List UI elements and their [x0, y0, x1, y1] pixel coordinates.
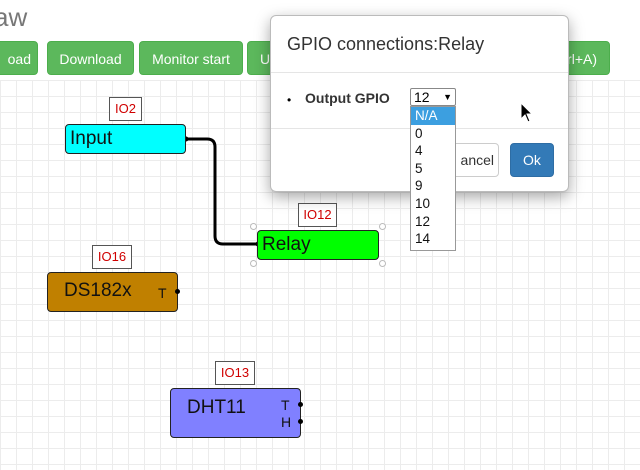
gpio-option[interactable]: 4	[415, 143, 423, 159]
relay-block[interactable]: Relay	[257, 230, 379, 260]
gpio-options-list[interactable]: N/A 0 4 5 9 10 12 14	[410, 106, 456, 251]
dropdown-arrow-icon: ▼	[443, 92, 452, 102]
ds182x-block[interactable]: DS182x T	[47, 272, 178, 312]
ok-button[interactable]: Ok	[510, 143, 554, 177]
gpio-option[interactable]: 12	[415, 213, 431, 229]
gpio-option[interactable]: 0	[415, 125, 423, 141]
output-gpio-select[interactable]: 12 ▼	[410, 88, 456, 106]
gpio-option[interactable]: 14	[415, 231, 431, 247]
dht11-pin-t-label: T	[281, 397, 290, 413]
download-button[interactable]: Download	[47, 41, 134, 75]
dht11-pin-t-port[interactable]	[298, 402, 303, 407]
list-bullet: •	[287, 93, 292, 107]
dht11-block[interactable]: DHT11 T H	[170, 388, 301, 438]
dht11-pin-h-port[interactable]	[298, 419, 303, 424]
gpio-option[interactable]: 5	[415, 160, 423, 176]
ds182x-block-label: DS182x	[64, 280, 132, 301]
gpio-option[interactable]: 9	[415, 178, 423, 194]
dht11-block-label: DHT11	[187, 397, 246, 418]
io-tag-input[interactable]: IO2	[109, 97, 142, 121]
io-tag-relay[interactable]: IO12	[298, 203, 337, 227]
input-block[interactable]: Input	[65, 124, 186, 154]
cancel-button[interactable]: ancel	[445, 143, 499, 177]
resize-handle-bl[interactable]	[250, 260, 257, 267]
resize-handle-br[interactable]	[379, 260, 386, 267]
gpio-connections-dialog: GPIO connections:Relay • Output GPIO 12 …	[270, 15, 569, 192]
io-tag-ds182x[interactable]: IO16	[92, 245, 132, 269]
relay-block-label: Relay	[262, 234, 311, 255]
resize-handle-tl[interactable]	[250, 223, 257, 230]
output-gpio-selected-value: 12	[414, 89, 430, 105]
ds182x-pin-t-label: T	[158, 285, 167, 301]
io-tag-dht11[interactable]: IO13	[215, 361, 255, 385]
dht11-pin-h-label: H	[281, 414, 292, 430]
upload-button[interactable]: oad	[0, 41, 38, 75]
dialog-title: GPIO connections:Relay	[287, 34, 485, 54]
output-gpio-label: Output GPIO	[305, 90, 390, 106]
monitor-start-button[interactable]: Monitor start	[139, 41, 243, 75]
dialog-header-divider	[271, 72, 568, 73]
input-block-label: Input	[70, 128, 113, 149]
mouse-cursor-icon	[520, 102, 534, 123]
gpio-option[interactable]: 10	[415, 195, 431, 211]
resize-handle-tr[interactable]	[379, 223, 386, 230]
gpio-option-na[interactable]: N/A	[411, 107, 455, 125]
page-title: aw	[0, 2, 28, 32]
ds182x-pin-t-port[interactable]	[175, 289, 180, 294]
